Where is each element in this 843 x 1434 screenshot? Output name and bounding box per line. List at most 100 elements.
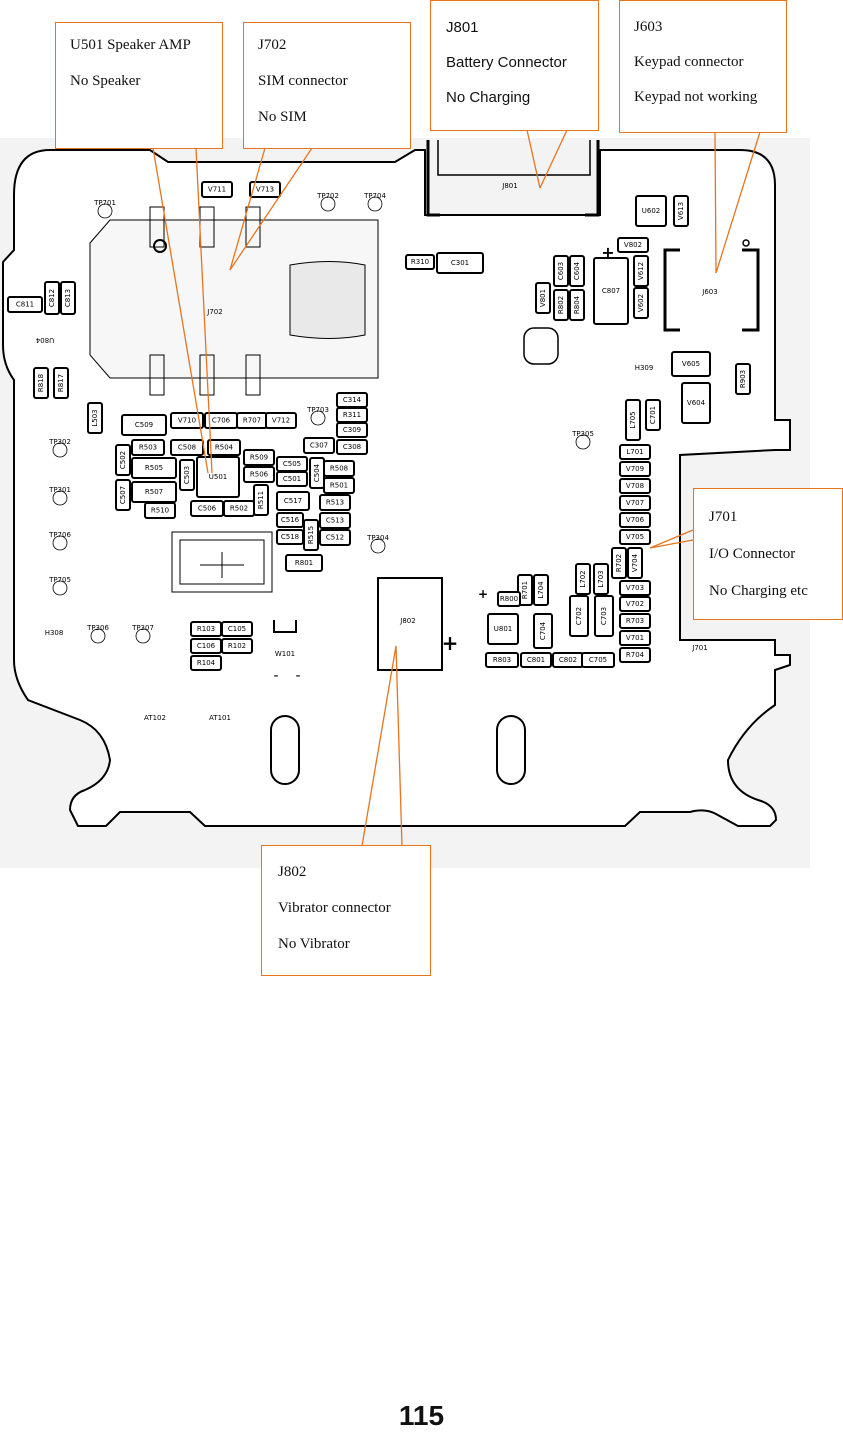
component-v707: V707 — [626, 499, 644, 507]
component-c518-body — [276, 529, 304, 545]
component-tp301-pad — [52, 490, 68, 506]
component-c811-body — [7, 296, 43, 313]
callout-j802-line-2: Vibrator connector — [278, 900, 391, 916]
component-v701: V701 — [626, 634, 644, 642]
component-tp307: TP307 — [131, 624, 154, 632]
component-r310: R310 — [411, 258, 429, 266]
component-c516: C516 — [281, 516, 300, 524]
component-r104: R104 — [197, 659, 216, 667]
component-v710-body — [170, 412, 204, 429]
component-tp705: TP705 — [48, 576, 71, 584]
component-v604: V604 — [687, 399, 706, 407]
component-c509: C509 — [135, 421, 153, 429]
component-l701-body — [619, 444, 651, 460]
component-r703: R703 — [626, 617, 644, 625]
component-v713: V713 — [256, 186, 274, 194]
component-r801-body — [285, 554, 323, 572]
component-c704: C704 — [539, 621, 547, 640]
component-c502-body — [115, 444, 131, 476]
component-r501: R501 — [330, 482, 348, 490]
component-c813-body — [60, 281, 76, 315]
component-r506: R506 — [250, 471, 269, 479]
component-l503-body — [87, 402, 103, 434]
component-r803: R803 — [493, 656, 511, 664]
component-l705-body — [625, 399, 641, 441]
component-c604: C604 — [573, 261, 581, 280]
component-tp304-pad — [370, 538, 386, 554]
flex-connector — [171, 531, 273, 593]
minus-mark: - — [295, 668, 300, 684]
component-h308: H308 — [45, 629, 64, 637]
component-v708-body — [619, 478, 651, 494]
component-j603: J603 — [701, 288, 717, 296]
component-v711-body — [201, 181, 233, 198]
component-tp704: TP704 — [363, 192, 386, 200]
keypad-connector-j603 — [663, 248, 760, 332]
component-r903: R903 — [739, 370, 747, 388]
component-c517-body — [276, 491, 310, 511]
component-l704-body — [533, 574, 549, 606]
component-r802-body — [553, 289, 569, 321]
callout-j603-line-2: Keypad connector — [634, 54, 744, 70]
component-c604-body — [569, 255, 585, 287]
component-v702-body — [619, 596, 651, 612]
component-c705-body — [581, 652, 615, 668]
component-v712-body — [265, 412, 297, 429]
component-r903-body — [735, 363, 751, 395]
component-v705: V705 — [626, 533, 644, 541]
component-c503-body — [179, 459, 195, 491]
component-tp701: TP701 — [93, 199, 116, 207]
w101-jumper — [273, 620, 297, 633]
component-v801: V801 — [539, 289, 547, 307]
callout-j701-line-3: No Charging etc — [709, 583, 808, 599]
component-c518: C518 — [281, 533, 299, 541]
component-r513: R513 — [326, 499, 344, 507]
component-c801: C801 — [527, 656, 545, 664]
component-tp302: TP302 — [48, 438, 71, 446]
component-r817: R817 — [57, 374, 65, 392]
component-r804-body — [569, 289, 585, 321]
component-v802: V802 — [624, 241, 642, 249]
component-v706: V706 — [626, 516, 645, 524]
component-c502: C502 — [119, 451, 127, 469]
component-c508: C508 — [178, 444, 196, 452]
component-c603-body — [553, 255, 569, 287]
component-c507: C507 — [119, 486, 127, 504]
callout-j802-vibrator: J802 Vibrator connector No Vibrator — [261, 845, 431, 976]
component-j701: J701 — [691, 644, 707, 652]
battery-connector-j801 — [426, 140, 600, 217]
callout-u501-line-2: No Speaker — [70, 73, 141, 89]
component-r513-body — [319, 494, 351, 511]
component-tp302-pad — [52, 442, 68, 458]
callout-j701-line-1: J701 — [709, 509, 738, 525]
component-r503: R503 — [139, 444, 157, 452]
component-r704-body — [619, 647, 651, 663]
component-r803-body — [485, 652, 519, 668]
component-r515: R515 — [307, 526, 315, 544]
component-c504: C504 — [313, 463, 321, 482]
component-v712: V712 — [272, 417, 290, 425]
callout-j802-line-1: J802 — [278, 864, 307, 880]
component-tp704-pad — [367, 196, 383, 212]
callout-u501-speaker-amp: U501 Speaker AMP No Speaker — [55, 22, 223, 149]
component-u501: U501 — [209, 473, 227, 481]
component-c705: C705 — [589, 656, 607, 664]
component-r704: R704 — [626, 651, 645, 659]
component-v702: V702 — [626, 600, 644, 608]
component-w101: W101 — [275, 650, 295, 658]
component-c308: C308 — [343, 443, 361, 451]
component-v706-body — [619, 512, 651, 528]
component-c517: C517 — [284, 497, 302, 505]
component-v704-body — [627, 547, 643, 579]
component-c701-body — [645, 399, 661, 431]
callout-j702-sim: J702 SIM connector No SIM — [243, 22, 411, 149]
component-c703: C703 — [600, 607, 608, 625]
component-u804: U804 — [35, 336, 54, 344]
component-r102-body — [221, 638, 253, 654]
component-v602-body — [633, 287, 649, 319]
page-number: 115 — [398, 1400, 445, 1431]
component-h309: H309 — [635, 364, 654, 372]
component-r508-body — [323, 460, 355, 477]
component-c301-body — [436, 252, 484, 274]
